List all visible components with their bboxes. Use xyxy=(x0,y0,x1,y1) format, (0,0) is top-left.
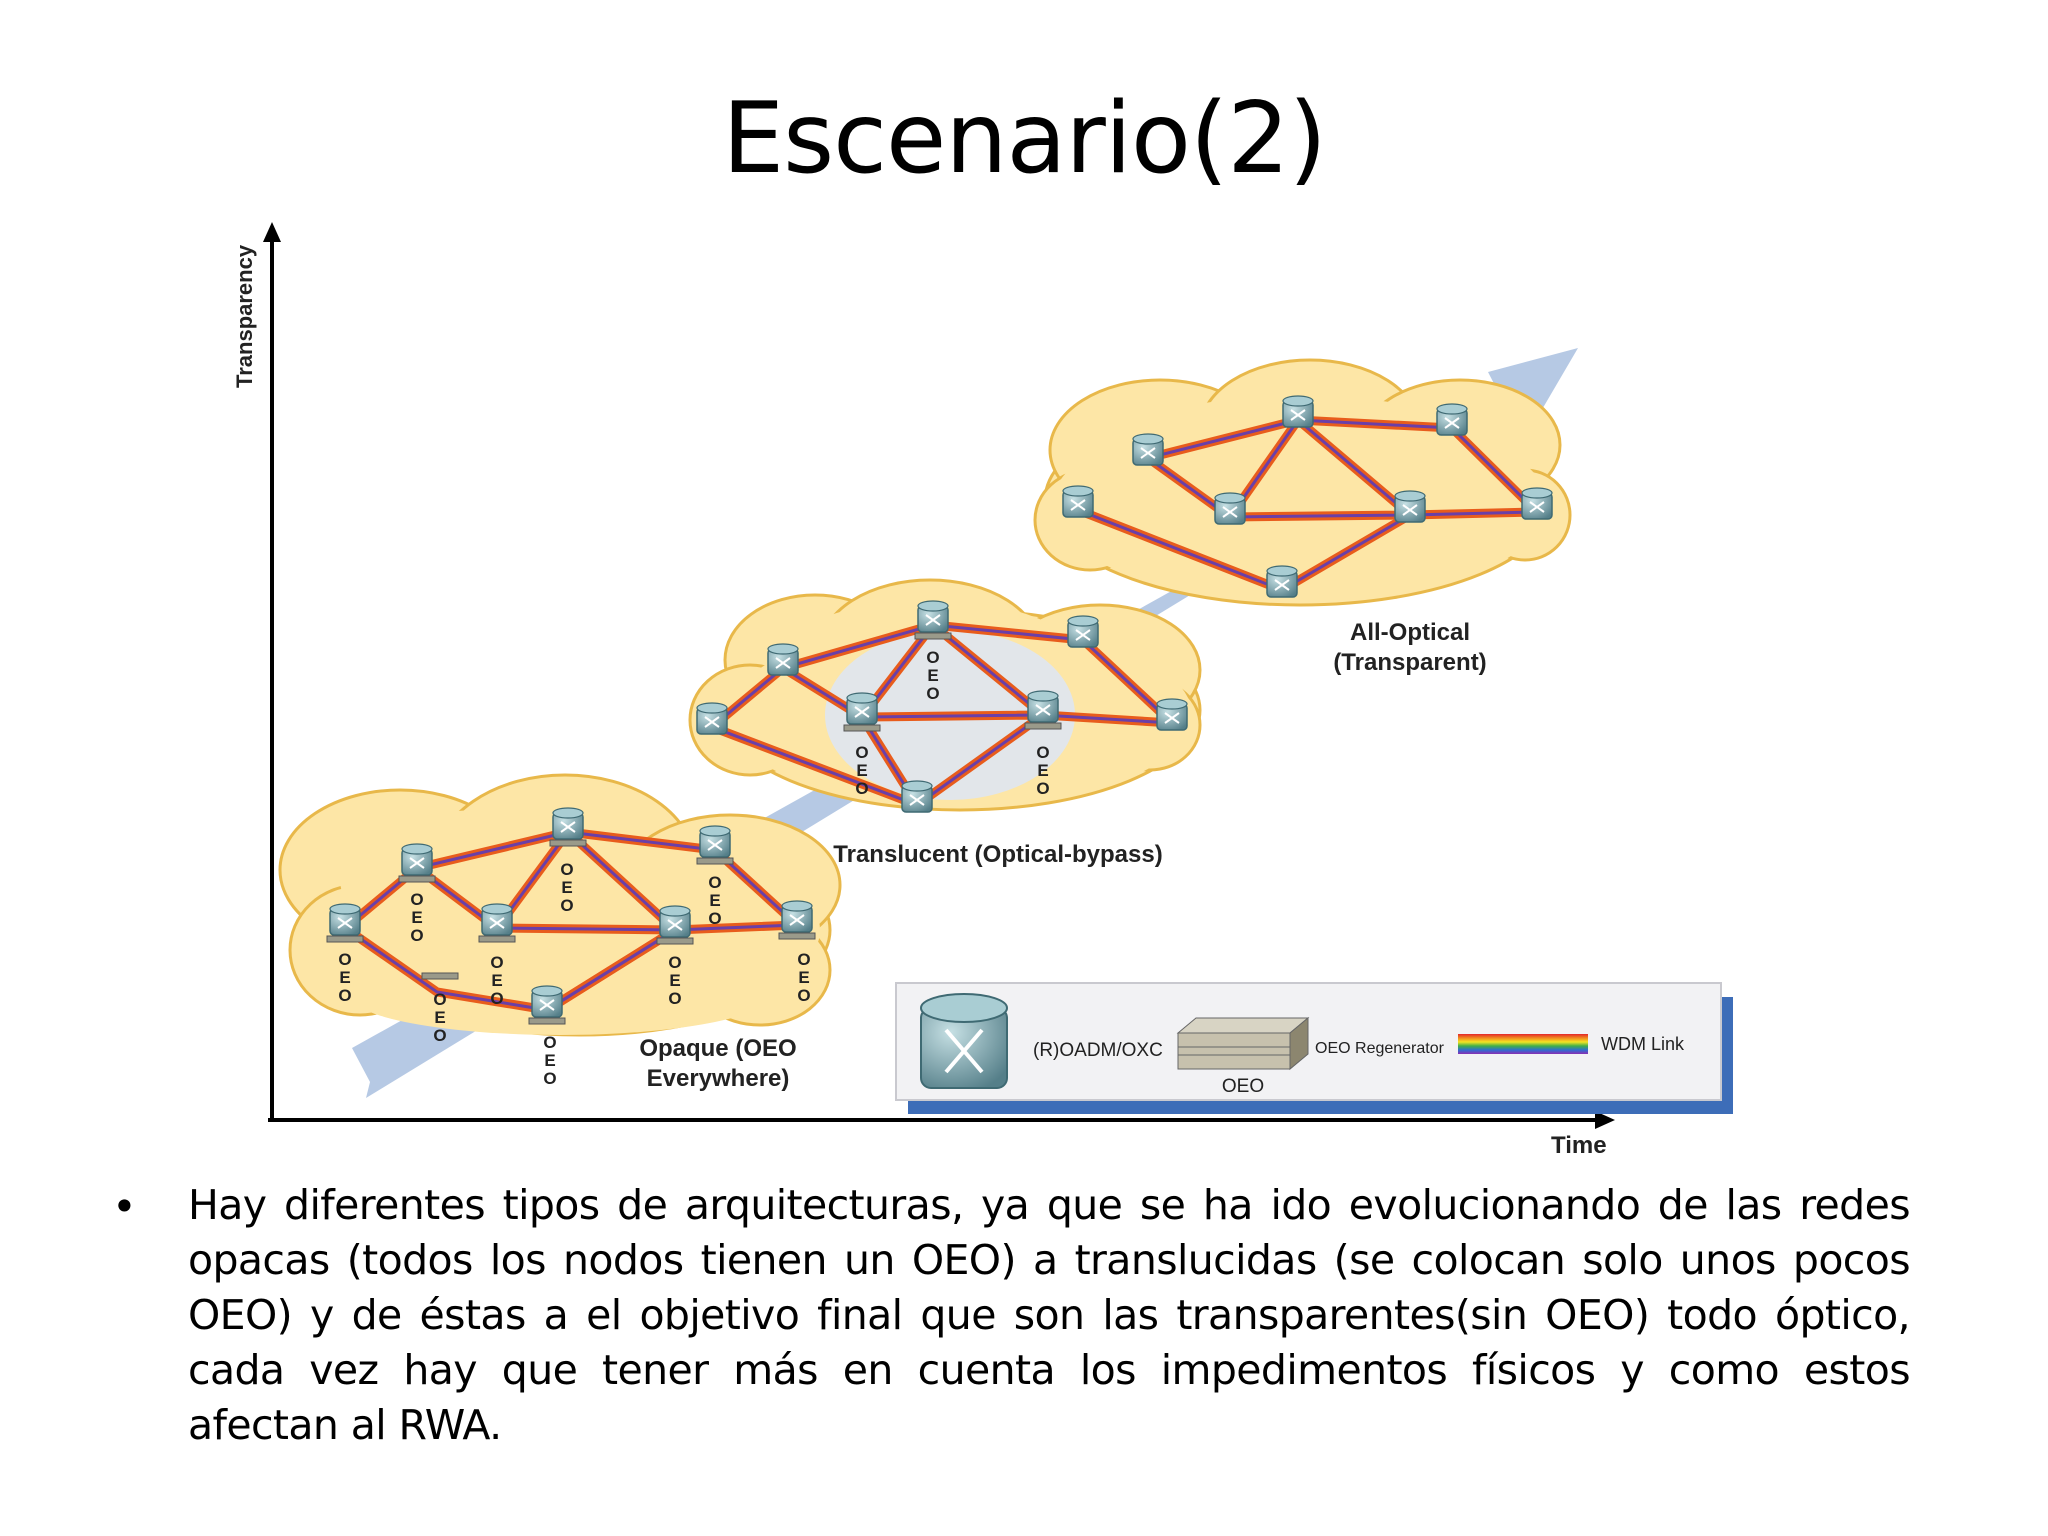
svg-text:O: O xyxy=(668,989,681,1008)
svg-text:E: E xyxy=(927,666,938,685)
bullet-marker: • xyxy=(112,1182,137,1231)
svg-text:E: E xyxy=(709,891,720,910)
svg-text:O: O xyxy=(708,909,721,928)
opaque-label-line1: Opaque (OEO xyxy=(639,1035,796,1062)
svg-text:O: O xyxy=(410,926,423,945)
svg-text:O: O xyxy=(708,873,721,892)
svg-text:O: O xyxy=(338,950,351,969)
svg-text:E: E xyxy=(798,968,809,987)
optical-label-line2: (Transparent) xyxy=(1333,649,1486,676)
svg-text:O: O xyxy=(543,1069,556,1088)
x-axis-label: Time xyxy=(1551,1132,1607,1159)
svg-text:O: O xyxy=(926,684,939,703)
oeo-regenerator-icon xyxy=(1176,1016,1310,1071)
axes xyxy=(263,222,1615,1129)
svg-text:O: O xyxy=(1036,743,1049,762)
svg-text:O: O xyxy=(797,986,810,1005)
svg-text:O: O xyxy=(490,953,503,972)
svg-text:E: E xyxy=(544,1051,555,1070)
legend-wdm-label: WDM Link xyxy=(1601,1034,1685,1054)
optical-label-line1: All-Optical xyxy=(1350,619,1470,646)
svg-text:O: O xyxy=(560,860,573,879)
y-axis-label: Transparency xyxy=(232,244,257,388)
slide-title: Escenario(2) xyxy=(722,82,1327,196)
legend-roadm-label: (R)OADM/OXC xyxy=(1033,1040,1163,1061)
svg-text:O: O xyxy=(433,990,446,1009)
svg-text:O: O xyxy=(338,986,351,1005)
legend-oeo-label: OEO xyxy=(1222,1076,1264,1097)
legend-regenerator-label: OEO Regenerator xyxy=(1315,1040,1445,1057)
svg-text:E: E xyxy=(491,971,502,990)
svg-text:O: O xyxy=(433,1026,446,1045)
roadm-oxc-icon xyxy=(920,993,1008,1089)
svg-text:O: O xyxy=(490,989,503,1008)
svg-text:E: E xyxy=(339,968,350,987)
svg-text:E: E xyxy=(856,761,867,780)
svg-text:O: O xyxy=(1036,779,1049,798)
svg-text:O: O xyxy=(543,1033,556,1052)
oeo-labels: OEO OEO OEO OEO OEO OEO OEO OEO OEO OEO … xyxy=(338,648,1049,1088)
svg-text:O: O xyxy=(855,743,868,762)
svg-text:O: O xyxy=(797,950,810,969)
svg-text:E: E xyxy=(561,878,572,897)
opaque-label-line2: Everywhere) xyxy=(647,1065,790,1092)
svg-text:E: E xyxy=(434,1008,445,1027)
svg-text:E: E xyxy=(1037,761,1048,780)
svg-text:O: O xyxy=(410,890,423,909)
svg-text:O: O xyxy=(668,953,681,972)
svg-text:O: O xyxy=(926,648,939,667)
svg-text:E: E xyxy=(411,908,422,927)
translucent-label: Translucent (Optical-bypass) xyxy=(833,841,1162,868)
svg-text:O: O xyxy=(560,896,573,915)
svg-text:O: O xyxy=(855,779,868,798)
wdm-link-swatch xyxy=(1458,1034,1588,1054)
bullet-text: Hay diferentes tipos de arquitecturas, y… xyxy=(188,1181,1911,1449)
oeo-regenerators xyxy=(326,632,1062,1025)
svg-text:E: E xyxy=(669,971,680,990)
legend: (R)OADM/OXC OEO OEO Regenerator WDM Link xyxy=(895,982,1733,1114)
